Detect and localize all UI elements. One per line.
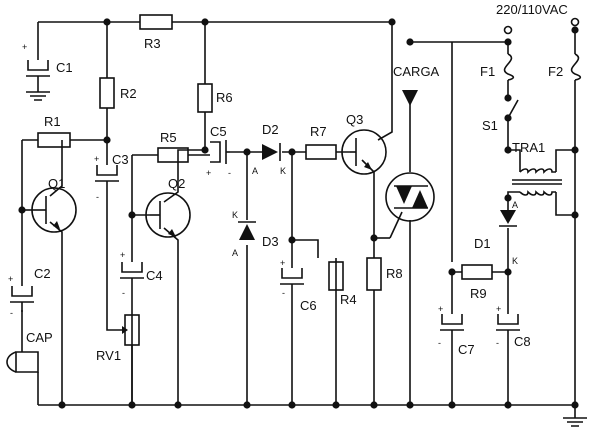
label-f2: F2 <box>548 64 563 79</box>
mark-c8-plus: + <box>496 304 501 314</box>
transistor-q3 <box>341 129 387 175</box>
component-labels: 220/110VAC CARGA C1 R2 R3 R6 R1 C3 R5 C5… <box>26 2 568 363</box>
diode-d3 <box>238 221 256 240</box>
junctions <box>18 18 579 409</box>
resistor-r1 <box>37 132 71 148</box>
load-carga <box>402 90 418 106</box>
ground-symbol <box>563 405 587 427</box>
capacitor-c6 <box>280 268 304 300</box>
label-tra1: TRA1 <box>512 140 545 155</box>
mark-c6-plus: + <box>280 258 285 268</box>
label-r2: R2 <box>120 86 137 101</box>
capacitor-c1 <box>26 60 50 101</box>
diodes <box>238 143 517 240</box>
capacitor-c7 <box>440 300 464 340</box>
label-c5: C5 <box>210 124 227 139</box>
label-s1: S1 <box>482 118 498 133</box>
mark-d2-cathode: K <box>280 166 286 176</box>
label-c1: C1 <box>56 60 73 75</box>
label-carga: CARGA <box>393 64 440 79</box>
triac <box>385 172 435 239</box>
mark-c4-minus: - <box>122 288 125 298</box>
transistors <box>31 129 387 238</box>
mark-d3-anode: A <box>232 248 238 258</box>
label-r4: R4 <box>340 292 357 307</box>
label-c7: C7 <box>458 342 475 357</box>
resistor-r8 <box>366 257 382 291</box>
mark-c7-plus: + <box>438 304 443 314</box>
mark-c5-minus: - <box>228 168 231 178</box>
label-f1: F1 <box>480 64 495 79</box>
label-d2: D2 <box>262 122 279 137</box>
transistor-q2 <box>145 192 191 238</box>
label-r6: R6 <box>216 90 233 105</box>
label-d1: D1 <box>474 236 491 251</box>
transformer-tra1 <box>512 168 562 196</box>
resistor-r2 <box>99 77 115 109</box>
mark-c3-plus: + <box>94 154 99 164</box>
label-q2: Q2 <box>168 176 185 191</box>
label-d3: D3 <box>262 234 279 249</box>
resistor-r9 <box>461 264 493 280</box>
capacitor-c5 <box>210 140 230 164</box>
mark-c8-minus: - <box>496 338 499 348</box>
label-c3: C3 <box>112 152 129 167</box>
mark-c4-plus: + <box>120 250 125 260</box>
label-c6: C6 <box>300 298 317 313</box>
label-r3: R3 <box>144 36 161 51</box>
label-c4: C4 <box>146 268 163 283</box>
label-r8: R8 <box>386 266 403 281</box>
mark-c7-minus: - <box>438 338 441 348</box>
diode-d1 <box>499 210 517 227</box>
mark-c2-plus: + <box>8 274 13 284</box>
fuse-f2 <box>570 53 582 81</box>
label-q3: Q3 <box>346 112 363 127</box>
capacitor-c8 <box>496 300 520 340</box>
polarity-marks: + + - + - + - + - + - + - + - A K K A A … <box>8 42 518 348</box>
capacitor-c3 <box>95 165 119 195</box>
label-q1: Q1 <box>48 176 65 191</box>
label-r5: R5 <box>160 130 177 145</box>
fuses <box>503 53 582 81</box>
transistor-q1 <box>31 187 77 233</box>
mark-c6-minus: - <box>282 288 285 298</box>
cap-sensor <box>6 351 39 373</box>
mark-d1-anode: A <box>512 200 518 210</box>
supply-terminals <box>503 17 580 35</box>
diode-d2 <box>262 143 281 161</box>
mark-d2-anode: A <box>252 166 258 176</box>
resistor-r4 <box>328 261 344 291</box>
resistor-r5 <box>157 147 189 163</box>
label-r9: R9 <box>470 286 487 301</box>
label-r7: R7 <box>310 124 327 139</box>
mark-c2-minus: - <box>10 308 13 318</box>
label-supply: 220/110VAC <box>496 2 568 17</box>
mark-d1-cathode: K <box>512 256 518 266</box>
capacitor-c4 <box>120 262 144 300</box>
mark-c5-plus: + <box>206 168 211 178</box>
capacitors <box>10 60 520 340</box>
resistor-r7 <box>305 144 337 160</box>
switch-s1 <box>507 99 519 119</box>
resistor-r3 <box>139 14 173 30</box>
wiring <box>21 21 576 406</box>
label-r1: R1 <box>44 114 61 129</box>
fuse-f1 <box>503 53 515 81</box>
label-rv1: RV1 <box>96 348 121 363</box>
resistor-r6 <box>197 83 213 113</box>
mark-c1-plus: + <box>22 42 27 52</box>
label-c8: C8 <box>514 334 531 349</box>
resistors <box>37 14 493 405</box>
label-c2: C2 <box>34 266 51 281</box>
capacitor-c2 <box>10 270 34 312</box>
mark-c3-minus: - <box>96 192 99 202</box>
label-cap: CAP <box>26 330 53 345</box>
mark-d3-cathode: K <box>232 210 238 220</box>
